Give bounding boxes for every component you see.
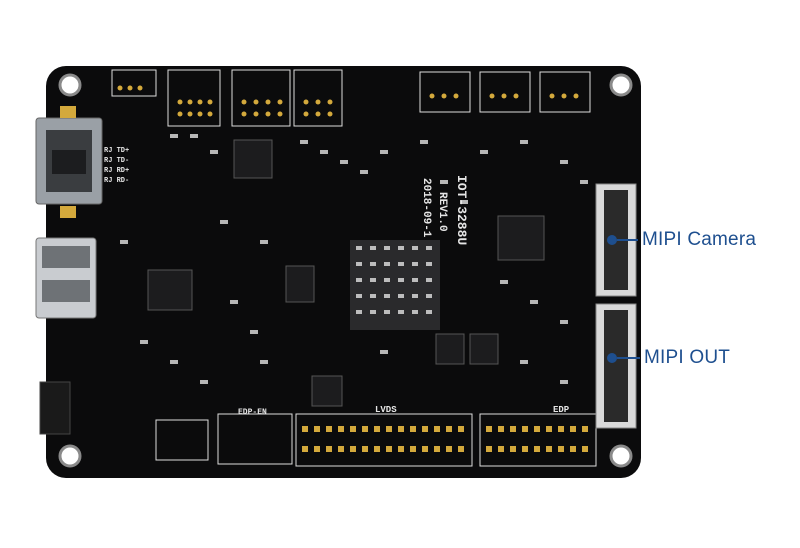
rj-label-4: RJ RD- [104, 177, 129, 185]
header-label-edp-en: EDP-EN [238, 408, 267, 417]
mipi-camera-label: MIPI Camera [642, 229, 757, 250]
board-model: IOT-3288U [454, 175, 469, 245]
callout-markers [607, 235, 640, 363]
ic-chips [147, 139, 545, 407]
top-headers [111, 69, 591, 127]
side-connector [39, 381, 71, 435]
usb-port [35, 237, 97, 319]
board-revision: REV1.0 [436, 192, 448, 232]
header-label-lvds: LVDS [375, 405, 397, 415]
mipi-out-connector [595, 303, 637, 429]
soc-area [350, 240, 440, 330]
pcb-body [46, 66, 641, 478]
board-date: 2018-09-1 [420, 178, 432, 238]
callout-dot-out [607, 353, 617, 363]
rj-label-3: RJ RD+ [104, 167, 129, 175]
smd-components [120, 134, 588, 384]
rj-label-2: RJ TD- [104, 157, 129, 165]
board-silkscreen: IOT-3288U REV1.0 2018-09-1 LVDS EDP EDP-… [104, 147, 570, 417]
bottom-headers [155, 413, 597, 467]
mipi-out-label: MIPI OUT [644, 347, 731, 368]
header-label-edp: EDP [553, 405, 570, 415]
rj-label-1: RJ TD+ [104, 147, 129, 155]
mounting-holes [58, 73, 633, 468]
ethernet-jack [35, 106, 103, 218]
callout-dot-camera [607, 235, 617, 245]
